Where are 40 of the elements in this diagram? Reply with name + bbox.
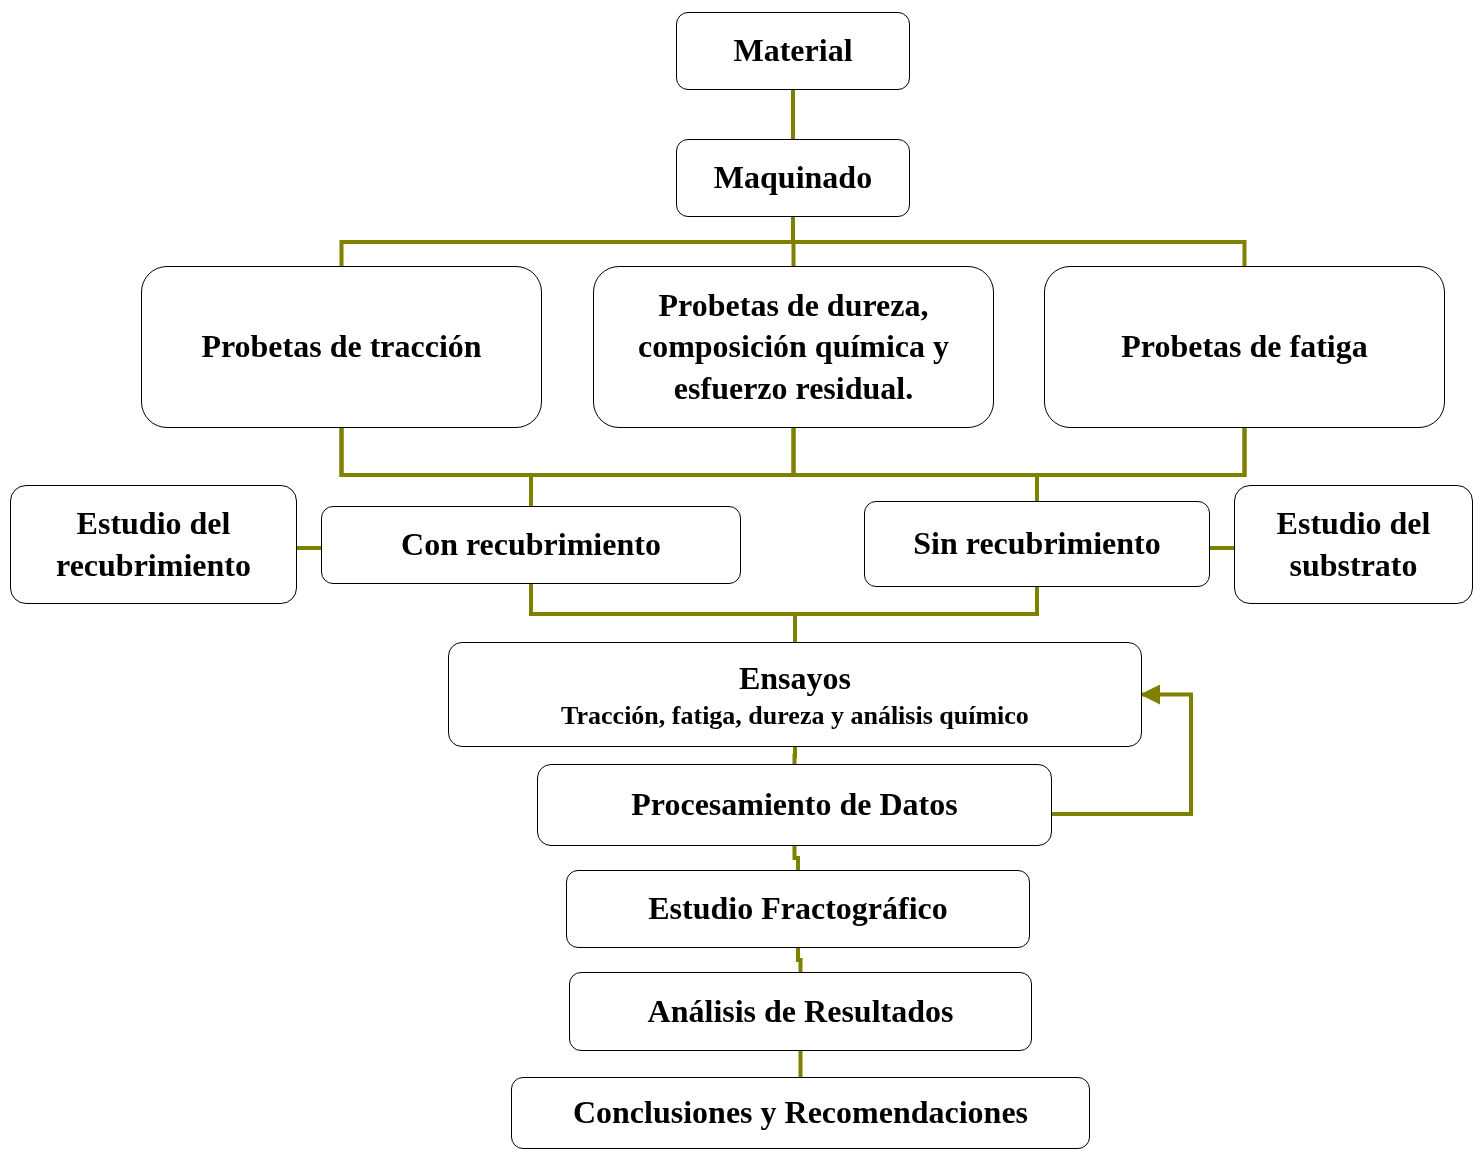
connector-line — [796, 948, 803, 972]
process-box — [569, 972, 1032, 1051]
process-box — [537, 764, 1052, 846]
arrow — [1052, 684, 1193, 816]
process-box — [1234, 485, 1473, 604]
box-title: Ensayos — [738, 659, 851, 699]
box-title: Estudio del recubrimiento — [55, 503, 252, 585]
box-title: Estudio del substrato — [1275, 503, 1432, 585]
process-box — [864, 501, 1210, 587]
box-title: Procesamiento de Datos — [631, 785, 958, 825]
process-box — [321, 506, 741, 584]
process-box — [511, 1077, 1090, 1149]
process-box — [10, 485, 297, 604]
process-box — [593, 266, 994, 428]
box-title: Material — [733, 31, 853, 71]
connector-line — [791, 90, 795, 139]
process-box — [448, 642, 1142, 747]
box-title: Maquinado — [713, 158, 873, 198]
process-box — [141, 266, 542, 428]
process-box — [676, 12, 910, 90]
box-title: Análisis de Resultados — [647, 991, 954, 1031]
connector-line — [297, 546, 321, 550]
box-title: Probetas de tracción — [201, 327, 482, 367]
process-box — [566, 870, 1030, 948]
box-subtitle: Tracción, fatiga, dureza y análisis químico — [561, 699, 1029, 731]
connector-line — [792, 747, 797, 764]
connector-line — [792, 846, 800, 870]
connector-line — [1035, 428, 1247, 501]
box-title: Probetas de fatiga — [1121, 327, 1368, 367]
connector-line — [793, 587, 1039, 642]
box-title: Estudio Fractográfico — [648, 889, 948, 929]
box-title: Probetas de dureza, composición química y esfuerzo residual. — [636, 285, 951, 408]
box-title: Con recubrimiento — [401, 525, 661, 565]
box-title: Sin recubrimiento — [913, 524, 1161, 564]
box-title: Conclusiones y Recomendaciones — [572, 1093, 1029, 1133]
connector-line — [791, 217, 1247, 266]
connector-line — [798, 1051, 803, 1077]
process-box — [1044, 266, 1445, 428]
process-box — [676, 139, 910, 217]
connector-line — [1210, 546, 1234, 550]
